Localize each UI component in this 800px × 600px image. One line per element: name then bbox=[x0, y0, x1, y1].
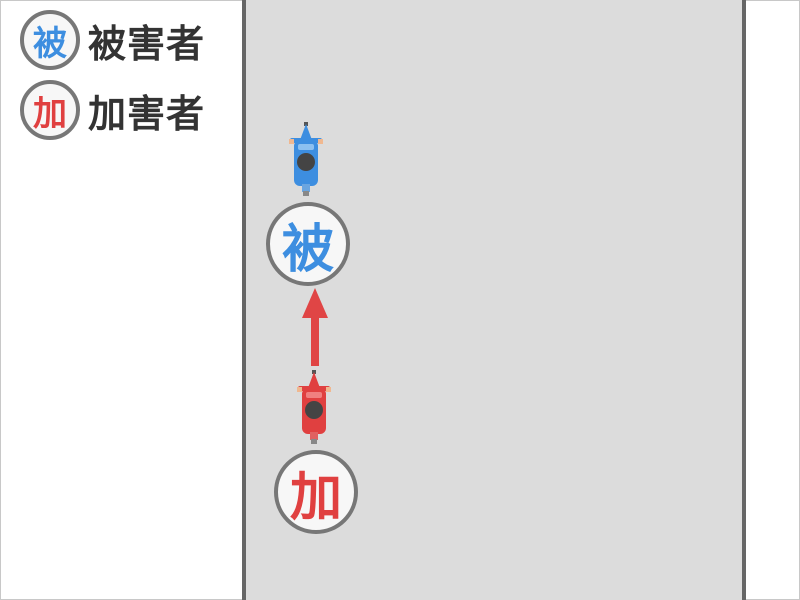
victim-motorcycle-icon bbox=[289, 122, 323, 196]
perpetrator-motorcycle-icon bbox=[297, 370, 331, 444]
legend-victim: 被 被害者 bbox=[20, 10, 205, 70]
victim-label: 被害者 bbox=[88, 21, 206, 66]
road-edge-right bbox=[742, 0, 746, 600]
perpetrator-label: 加害者 bbox=[88, 91, 206, 136]
road-edge-left bbox=[242, 0, 246, 600]
victim-marker: 被 bbox=[266, 202, 350, 286]
perpetrator-badge: 加 bbox=[20, 80, 80, 140]
perpetrator-marker: 加 bbox=[274, 450, 358, 534]
legend-perpetrator: 加 加害者 bbox=[20, 80, 205, 140]
victim-badge: 被 bbox=[20, 10, 80, 70]
arrow-up-icon bbox=[302, 288, 328, 366]
